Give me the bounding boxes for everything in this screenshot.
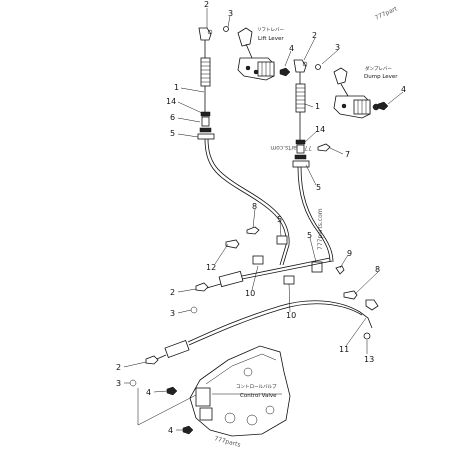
callout-5c: 5 bbox=[277, 215, 282, 224]
watermark-top: 777part bbox=[374, 5, 399, 22]
washer-top-left bbox=[223, 26, 229, 32]
callouts: 2 3 4 2 3 4 1 14 6 5 1 14 7 5 8 5 5 12 9… bbox=[116, 0, 406, 435]
callout-12: 12 bbox=[206, 263, 216, 272]
callout-2d: 2 bbox=[116, 363, 121, 372]
callout-7: 7 bbox=[345, 150, 350, 159]
nut-dump bbox=[377, 101, 389, 111]
callout-6: 6 bbox=[170, 113, 175, 122]
washer-left-upper bbox=[190, 306, 198, 314]
callout-4d: 4 bbox=[168, 426, 173, 435]
bolt-13 bbox=[363, 332, 371, 340]
callout-10a: 10 bbox=[245, 289, 255, 298]
callout-14b: 14 bbox=[315, 125, 325, 134]
control-valve-jp-label: コントロールバルブ bbox=[236, 383, 277, 390]
callout-3a: 3 bbox=[228, 9, 233, 18]
dump-lever-en-label: Dump Lever bbox=[364, 74, 398, 80]
nut-bottom bbox=[182, 425, 194, 435]
callout-4a: 4 bbox=[289, 44, 294, 53]
cable-right bbox=[292, 59, 334, 263]
callout-8a: 8 bbox=[252, 202, 257, 211]
callout-3c: 3 bbox=[170, 309, 175, 318]
watermark-mid: 777parts.com bbox=[270, 144, 312, 151]
callout-3b: 3 bbox=[335, 43, 340, 52]
cable-left bbox=[197, 27, 290, 266]
callout-8b: 8 bbox=[375, 265, 380, 274]
callout-1a: 1 bbox=[174, 83, 179, 92]
callout-2a: 2 bbox=[204, 0, 209, 9]
callout-2b: 2 bbox=[312, 31, 317, 40]
callout-5b: 5 bbox=[316, 183, 321, 192]
callout-4c: 4 bbox=[146, 388, 151, 397]
leader-lines bbox=[123, 8, 404, 431]
control-valve bbox=[189, 345, 291, 437]
dump-lever-jp-label: ダンプレバー bbox=[365, 65, 392, 72]
callout-9: 9 bbox=[347, 249, 352, 258]
lift-lever-jp-label: リフトレバー bbox=[257, 27, 284, 33]
callout-1b: 1 bbox=[315, 102, 320, 111]
callout-5a: 5 bbox=[170, 129, 175, 138]
callout-3d: 3 bbox=[116, 379, 121, 388]
callout-11: 11 bbox=[339, 345, 349, 354]
callout-5d: 5 bbox=[307, 231, 312, 240]
callout-10b: 10 bbox=[286, 311, 296, 320]
callout-13: 13 bbox=[364, 355, 374, 364]
watermark-bottom: 777parts bbox=[213, 435, 241, 449]
lift-lever-en-label: Lift Lever bbox=[258, 36, 284, 42]
dump-lever bbox=[333, 67, 380, 119]
washer-left-lower bbox=[129, 379, 137, 387]
lower-cables bbox=[145, 257, 379, 365]
nut-lift bbox=[279, 67, 291, 77]
callout-14a: 14 bbox=[166, 97, 176, 106]
callout-2c: 2 bbox=[170, 288, 175, 297]
washer-top-right bbox=[315, 64, 321, 70]
nut-left-lower bbox=[166, 386, 178, 396]
watermark-side: 777parts.com bbox=[317, 208, 324, 250]
control-valve-en-label: Control Valve bbox=[240, 393, 277, 399]
lift-lever bbox=[237, 27, 275, 81]
clamps bbox=[225, 143, 358, 300]
callout-4b: 4 bbox=[401, 85, 406, 94]
